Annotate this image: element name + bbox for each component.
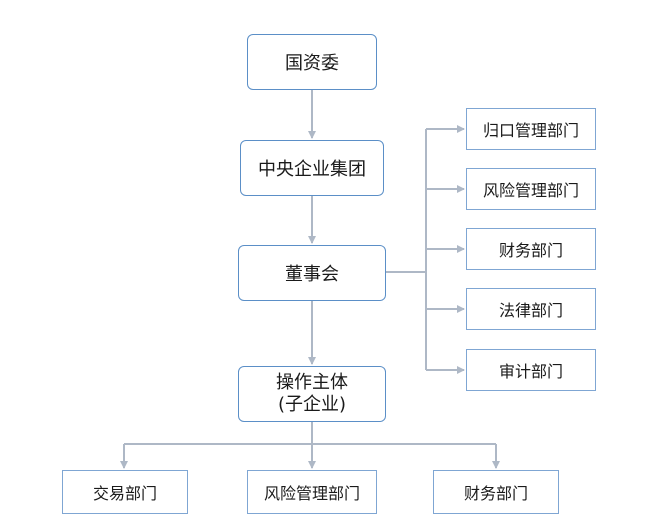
node-operating-entity-line2: (子企业)	[277, 394, 347, 415]
node-sasac: 国资委	[247, 34, 377, 90]
board-dept-1: 归口管理部门	[466, 108, 596, 150]
entity-dept-1: 交易部门	[62, 470, 188, 514]
board-dept-4-label: 法律部门	[498, 301, 563, 320]
board-dept-2: 风险管理部门	[466, 168, 596, 210]
entity-dept-2: 风险管理部门	[247, 470, 377, 514]
board-dept-4: 法律部门	[466, 288, 596, 330]
board-dept-3-label: 财务部门	[498, 241, 563, 260]
node-central-group-label: 中央企业集团	[258, 159, 366, 180]
board-dept-5-label: 审计部门	[498, 362, 563, 381]
board-dept-5: 审计部门	[466, 349, 596, 391]
entity-dept-2-label: 风险管理部门	[263, 484, 360, 503]
node-board: 董事会	[238, 245, 386, 301]
node-central-group: 中央企业集团	[240, 140, 384, 196]
entity-dept-1-label: 交易部门	[92, 484, 157, 503]
board-dept-1-label: 归口管理部门	[482, 121, 579, 140]
board-dept-3: 财务部门	[466, 228, 596, 270]
entity-dept-3-label: 财务部门	[463, 484, 528, 503]
board-dept-2-label: 风险管理部门	[482, 181, 579, 200]
entity-dept-3: 财务部门	[433, 470, 559, 514]
node-board-label: 董事会	[285, 264, 339, 285]
node-sasac-label: 国资委	[285, 53, 339, 74]
node-operating-entity-line1: 操作主体	[276, 372, 348, 393]
node-operating-entity: 操作主体 (子企业)	[238, 366, 386, 422]
